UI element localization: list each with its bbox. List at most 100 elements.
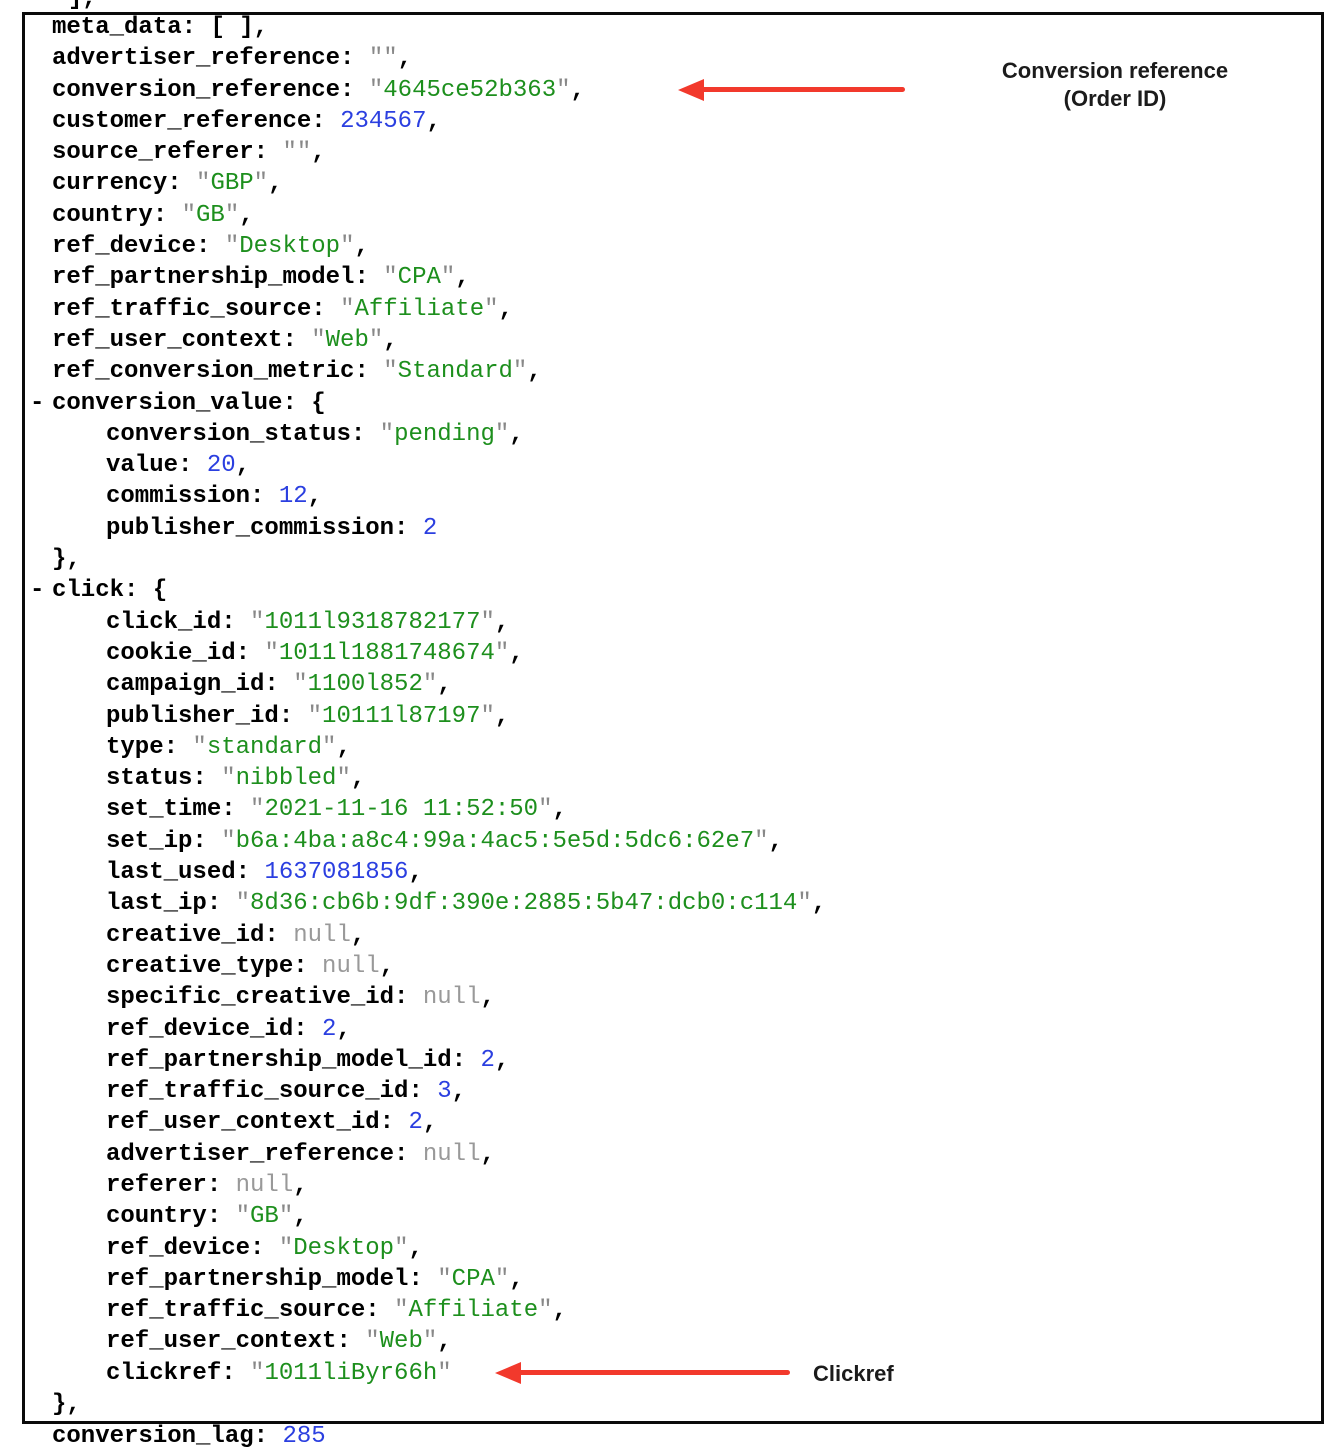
- json-key: ref_traffic_source:: [52, 295, 326, 323]
- json-line-clickref: clickref: "1011liByr66h": [0, 1358, 1334, 1389]
- json-line-ref_device: ref_device: "Desktop",: [0, 1233, 1334, 1264]
- json-key: click_id:: [106, 608, 236, 636]
- json-line-conversion_reference: conversion_reference: "4645ce52b363",: [0, 75, 1334, 106]
- json-top-partial: ],: [0, 0, 1334, 14]
- quote-mark: ": [278, 1234, 294, 1262]
- json-line-conversion_lag: conversion_lag: 285: [0, 1421, 1334, 1452]
- json-key: publisher_id:: [106, 702, 294, 730]
- json-number-value: 3: [437, 1078, 452, 1106]
- json-line-advertiser_reference: advertiser_reference: "",: [0, 43, 1334, 74]
- json-punctuation: ,: [397, 45, 413, 73]
- json-key: last_used:: [106, 859, 251, 887]
- json-string-value: Web: [379, 1328, 423, 1356]
- quote-mark: ": [224, 201, 240, 229]
- quote-mark: ": [253, 170, 269, 198]
- quote-mark: ": [440, 264, 456, 292]
- json-key: ref_user_context_id:: [106, 1109, 395, 1137]
- json-line-country: country: "GB",: [0, 1201, 1334, 1232]
- json-punctuation: ,: [336, 1015, 351, 1043]
- json-line-ref_partnership_model: ref_partnership_model: "CPA",: [0, 262, 1334, 293]
- json-key: conversion_status:: [106, 420, 366, 448]
- json-punctuation: ,: [235, 452, 251, 480]
- json-key: conversion_reference:: [52, 76, 355, 104]
- conversion-reference-arrow-icon: [678, 79, 704, 101]
- json-punctuation: ,: [494, 1046, 510, 1074]
- quote-mark: ": [494, 1265, 510, 1293]
- json-punctuation: ,: [494, 608, 510, 636]
- json-line-ref_partnership_model: ref_partnership_model: "CPA",: [0, 1264, 1334, 1295]
- json-line-publisher_commission: publisher_commission: 2: [0, 513, 1334, 544]
- json-punctuation: ,: [350, 921, 366, 949]
- json-line-ref_partnership_model_id: ref_partnership_model_id: 2,: [0, 1045, 1334, 1076]
- json-punctuation: ,: [268, 170, 283, 198]
- json-punctuation: },: [52, 546, 81, 574]
- json-punctuation: ,: [527, 358, 542, 386]
- json-line-creative_id: creative_id: null,: [0, 920, 1334, 951]
- collapse-toggle-icon[interactable]: -: [30, 389, 45, 417]
- quote-mark: ": [797, 890, 812, 918]
- json-line-ref_traffic_source: ref_traffic_source: "Affiliate",: [0, 294, 1334, 325]
- json-key: ref_traffic_source_id:: [106, 1078, 423, 1106]
- conversion-reference-annotation-label: Conversion reference (Order ID): [990, 57, 1240, 113]
- json-string-value: GB: [196, 201, 225, 229]
- quote-mark: ": [379, 420, 395, 448]
- json-line-ref_user_context_id: ref_user_context_id: 2,: [0, 1107, 1334, 1138]
- json-number-value: 20: [206, 452, 236, 480]
- json-line: ],: [0, 0, 1334, 14]
- json-string-value: 8d36:cb6b:9df:390e:2885:5b47:dcb0:c114: [250, 890, 798, 918]
- quote-mark: ": [538, 1297, 553, 1325]
- quote-mark: ": [556, 76, 571, 104]
- json-line-ref_device: ref_device: "Desktop",: [0, 231, 1334, 262]
- json-string-value: 1100l852: [307, 671, 423, 699]
- json-punctuation: ,: [408, 1234, 423, 1262]
- json-key: commission:: [106, 483, 265, 511]
- json-line-ref_traffic_source_id: ref_traffic_source_id: 3,: [0, 1076, 1334, 1107]
- json-key: conversion_value:: [52, 389, 297, 417]
- json-punctuation: ,: [307, 483, 323, 511]
- quote-mark: ": [437, 1359, 452, 1387]
- json-string-value: 1011l1881748674: [278, 639, 495, 667]
- quote-mark: ": [307, 702, 323, 730]
- json-key: campaign_id:: [106, 671, 279, 699]
- json-line-last_ip: last_ip: "8d36:cb6b:9df:390e:2885:5b47:d…: [0, 888, 1334, 919]
- json-key: creative_id:: [106, 921, 279, 949]
- quote-mark: ": [322, 733, 337, 761]
- json-punctuation: ,: [509, 1265, 524, 1293]
- json-punctuation: ,: [811, 890, 827, 918]
- json-number-value: 2: [408, 1109, 423, 1137]
- json-string-value: nibbled: [235, 765, 337, 793]
- json-punctuation: ,: [350, 765, 366, 793]
- quote-mark: ": [235, 1203, 251, 1231]
- json-punctuation: ],: [68, 0, 97, 12]
- quote-mark: ": [394, 1297, 409, 1325]
- json-key: ref_device_id:: [106, 1015, 308, 1043]
- json-key: ref_partnership_model:: [52, 264, 369, 292]
- json-string-value: Desktop: [293, 1234, 395, 1262]
- json-key: status:: [106, 765, 207, 793]
- json-key: ref_user_context:: [106, 1328, 351, 1356]
- json-string-value: Web: [325, 326, 369, 354]
- json-key: last_ip:: [106, 890, 222, 918]
- json-punctuation: ,: [480, 1140, 495, 1168]
- json-punctuation: {: [311, 389, 326, 417]
- conversion-reference-annotation-line1: Conversion reference: [1001, 58, 1229, 83]
- json-line-ref_user_context: ref_user_context: "Web",: [0, 325, 1334, 356]
- json-line-set_time: set_time: "2021-11-16 11:52:50",: [0, 794, 1334, 825]
- clickref-arrow-line: [515, 1370, 790, 1375]
- json-line-specific_creative_id: specific_creative_id: null,: [0, 982, 1334, 1013]
- quote-mark: ": [484, 295, 499, 323]
- quote-mark: ": [235, 890, 251, 918]
- json-string-value: 10111l87197: [322, 702, 481, 730]
- json-key: ref_traffic_source:: [106, 1297, 380, 1325]
- json-line-ref_device_id: ref_device_id: 2,: [0, 1014, 1334, 1045]
- quote-mark: ": [282, 139, 297, 167]
- json-line-country: country: "GB",: [0, 200, 1334, 231]
- json-number-value: 285: [282, 1423, 326, 1450]
- json-key: ref_partnership_model_id:: [106, 1046, 467, 1074]
- json-line-value: value: 20,: [0, 450, 1334, 481]
- quote-mark: ": [250, 1359, 265, 1387]
- collapse-toggle-icon[interactable]: -: [30, 577, 45, 605]
- json-line-ref_conversion_metric: ref_conversion_metric: "Standard",: [0, 356, 1334, 387]
- json-punctuation: ,: [408, 859, 423, 887]
- json-line-referer: referer: null,: [0, 1170, 1334, 1201]
